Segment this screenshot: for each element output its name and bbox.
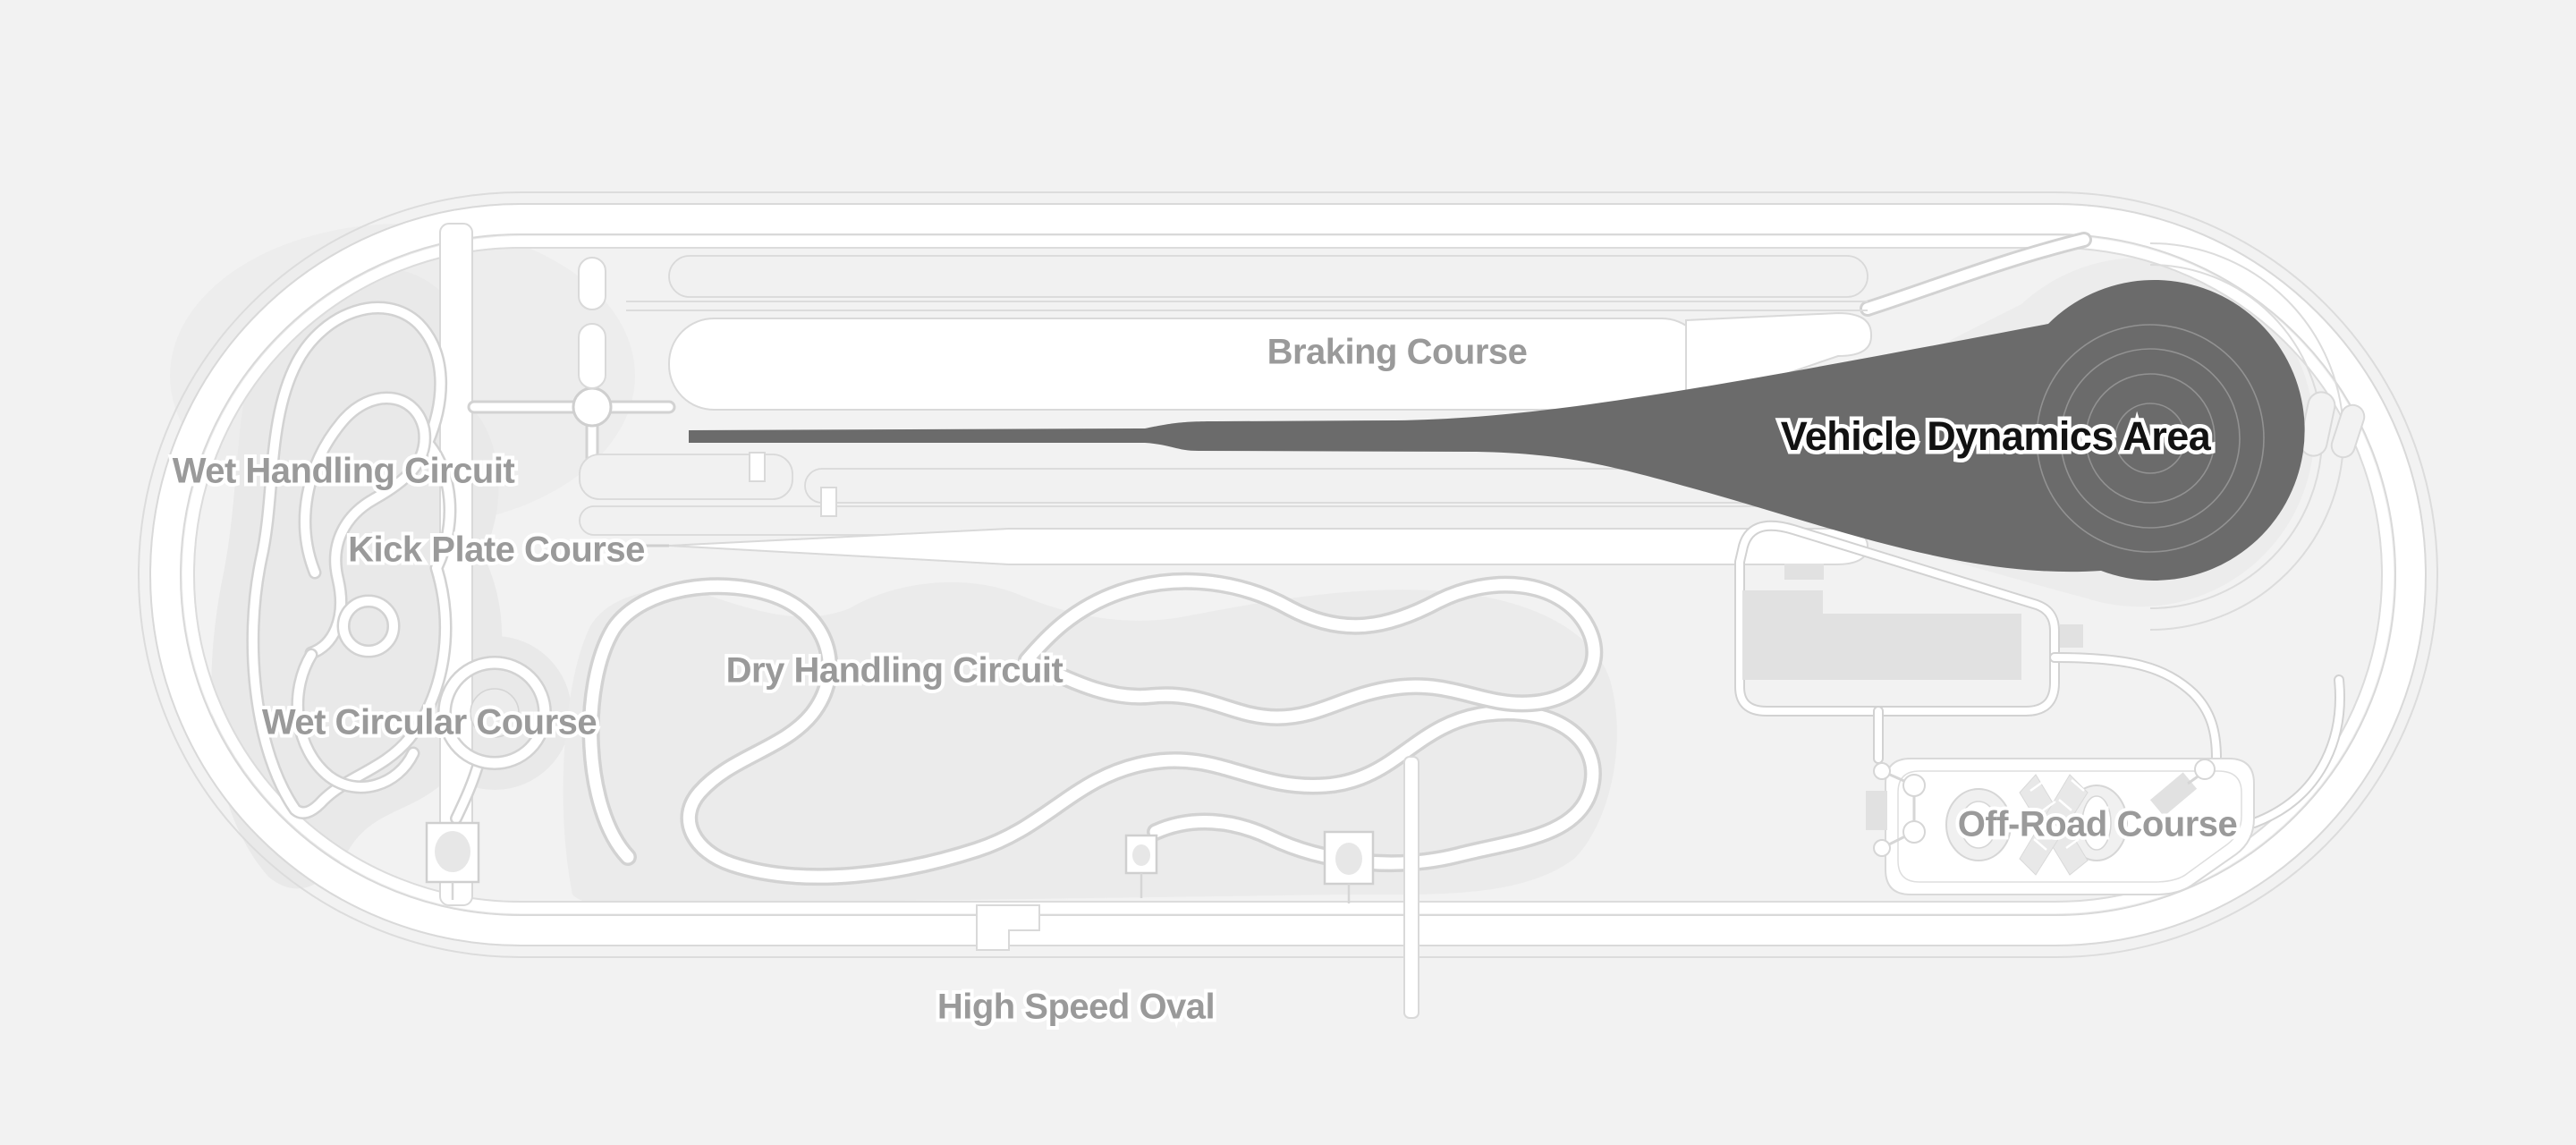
label-vehicle-dynamics-area: Vehicle Dynamics Area xyxy=(1781,413,2212,459)
label-wet-circular-course: Wet Circular Course xyxy=(262,703,597,742)
facility-buildings xyxy=(425,821,1375,903)
step-structure xyxy=(976,904,1040,951)
lane-strip xyxy=(579,454,793,500)
crossing-marker xyxy=(749,452,766,482)
wet-handling-circuit-track xyxy=(253,308,450,812)
label-braking-course: Braking Course xyxy=(1267,333,1528,372)
pit-capsule xyxy=(578,323,606,389)
paddock-zone xyxy=(1740,526,2216,759)
braking-course-surface xyxy=(668,318,1707,411)
straight-strips xyxy=(579,255,1872,536)
area-labels: Braking Course Vehicle Dynamics Area Wet… xyxy=(169,329,2241,1030)
roundabout xyxy=(572,386,613,428)
dynamics-pad xyxy=(689,279,2305,581)
building-block xyxy=(1742,590,1823,680)
off-road-course-area xyxy=(1866,680,2340,895)
label-off-road-course: Off-Road Course xyxy=(1958,805,2238,844)
building-block xyxy=(1821,614,2021,680)
crossing-marker xyxy=(820,487,837,517)
label-high-speed-oval: High Speed Oval xyxy=(937,988,1215,1027)
off-road-crossing xyxy=(2019,774,2089,876)
building-block xyxy=(1784,564,1824,580)
pit-capsule xyxy=(578,257,606,310)
label-kick-plate-course: Kick Plate Course xyxy=(348,530,645,570)
label-wet-handling-circuit: Wet Handling Circuit xyxy=(173,452,515,491)
acceleration-strip xyxy=(668,255,1868,298)
wet-circular-course-ring xyxy=(437,656,552,818)
high-speed-oval-track xyxy=(138,191,2438,958)
building-block xyxy=(2060,624,2083,648)
crossing-road xyxy=(1403,756,1419,1019)
label-dry-handling-circuit: Dry Handling Circuit xyxy=(726,651,1063,691)
vehicle-dynamics-area-shape xyxy=(689,242,2366,631)
